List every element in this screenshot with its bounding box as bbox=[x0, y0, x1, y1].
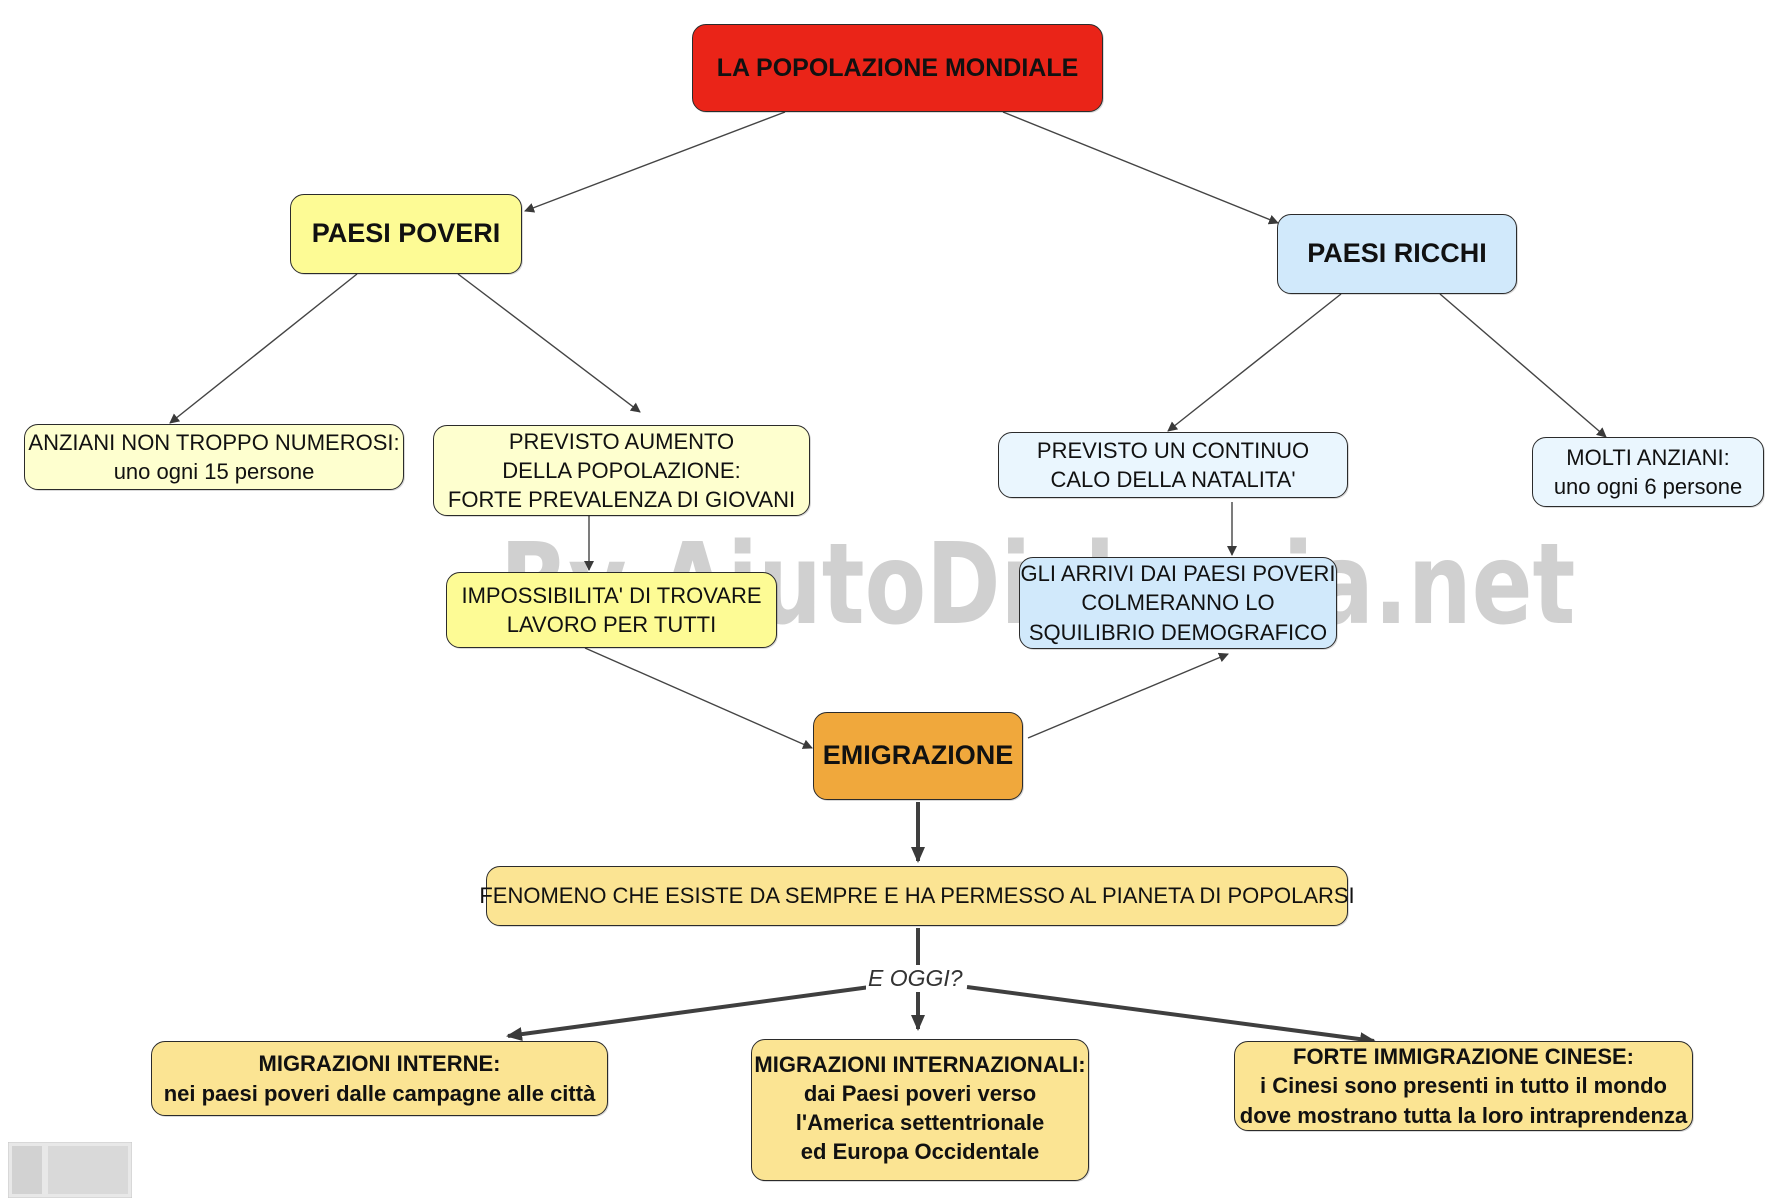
node-interne-title: MIGRAZIONI INTERNE: bbox=[258, 1051, 501, 1077]
edge-rich-birth bbox=[1167, 293, 1342, 432]
node-paesi-poveri: PAESI POVERI bbox=[290, 194, 522, 274]
node-arrivi-line1: GLI ARRIVI DAI PAESI POVERI bbox=[1020, 561, 1336, 587]
node-cinese-line2: i Cinesi sono presenti in tutto il mondo bbox=[1260, 1073, 1667, 1099]
node-arrivi-line2: COLMERANNO LO bbox=[1081, 590, 1275, 616]
node-lavoro-line2: LAVORO PER TUTTI bbox=[506, 612, 717, 637]
edge-to-internal bbox=[506, 985, 871, 1042]
node-paesi-ricchi-text: PAESI RICCHI bbox=[1307, 238, 1487, 269]
node-molti-anziani: MOLTI ANZIANI: uno ogni 6 persone bbox=[1532, 437, 1764, 507]
node-aumento-popolazione: PREVISTO AUMENTO DELLA POPOLAZIONE: FORT… bbox=[433, 425, 810, 516]
edge-rich-elderly bbox=[1439, 293, 1607, 438]
node-aumento-line2: DELLA POPOLAZIONE: bbox=[502, 457, 741, 483]
aiutodislessia-logo bbox=[7, 1141, 133, 1199]
node-natalita: PREVISTO UN CONTINUO CALO DELLA NATALITA… bbox=[998, 432, 1348, 498]
node-interne-desc: nei paesi poveri dalle campagne alle cit… bbox=[163, 1080, 596, 1106]
edge-poor-growth bbox=[457, 273, 641, 413]
node-anziani-poveri-line2: uno ogni 15 persone bbox=[113, 459, 315, 484]
node-paesi-poveri-text: PAESI POVERI bbox=[311, 218, 501, 249]
node-root: LA POPOLAZIONE MONDIALE bbox=[692, 24, 1103, 112]
logo-placeholder-icon bbox=[7, 1141, 133, 1199]
node-arrivi-line3: SQUILIBRIO DEMOGRAFICO bbox=[1028, 619, 1328, 645]
node-immigrazione-cinese: FORTE IMMIGRAZIONE CINESE: i Cinesi sono… bbox=[1234, 1041, 1693, 1131]
node-anziani-poveri: ANZIANI NON TROPPO NUMEROSI: uno ogni 15… bbox=[24, 424, 404, 490]
node-migrazioni-interne: MIGRAZIONI INTERNE: nei paesi poveri dal… bbox=[151, 1041, 608, 1116]
node-internazionali-line3: l'America settentrionale bbox=[795, 1110, 1045, 1136]
node-natalita-line2: CALO DELLA NATALITA' bbox=[1050, 467, 1296, 492]
node-emigrazione-text: EMIGRAZIONE bbox=[822, 740, 1014, 771]
edge-root-rich bbox=[1002, 111, 1279, 225]
node-aumento-line1: PREVISTO AUMENTO bbox=[508, 428, 735, 454]
node-natalita-line1: PREVISTO UN CONTINUO bbox=[1036, 437, 1310, 463]
node-lavoro: IMPOSSIBILITA' DI TROVARE LAVORO PER TUT… bbox=[446, 572, 777, 648]
node-internazionali-title: MIGRAZIONI INTERNAZIONALI: bbox=[754, 1052, 1086, 1077]
edge-nowork-emigration bbox=[584, 647, 813, 749]
edge-label-e-oggi: E OGGI? bbox=[866, 965, 965, 992]
node-molti-anziani-line1: MOLTI ANZIANI: bbox=[1566, 444, 1730, 470]
node-anziani-poveri-line1: ANZIANI NON TROPPO NUMEROSI: bbox=[28, 429, 400, 455]
node-paesi-ricchi: PAESI RICCHI bbox=[1277, 214, 1517, 294]
node-emigrazione: EMIGRAZIONE bbox=[813, 712, 1023, 800]
edge-emigration-arrivals bbox=[1027, 652, 1229, 739]
edge-poor-elderly bbox=[169, 273, 358, 424]
node-internazionali-line2: dai Paesi poveri verso bbox=[803, 1081, 1037, 1107]
node-cinese-title: FORTE IMMIGRAZIONE CINESE: bbox=[1293, 1044, 1634, 1070]
node-fenomeno-text: FENOMENO CHE ESISTE DA SEMPRE E HA PERME… bbox=[479, 883, 1355, 909]
node-internazionali-line4: ed Europa Occidentale bbox=[800, 1139, 1040, 1165]
edge-root-poor bbox=[524, 111, 786, 213]
edge-to-chinese bbox=[966, 985, 1376, 1047]
node-molti-anziani-line2: uno ogni 6 persone bbox=[1553, 474, 1743, 499]
node-fenomeno: FENOMENO CHE ESISTE DA SEMPRE E HA PERME… bbox=[479, 866, 1355, 926]
node-migrazioni-internazionali: MIGRAZIONI INTERNAZIONALI: dai Paesi pov… bbox=[751, 1039, 1089, 1181]
node-arrivi: GLI ARRIVI DAI PAESI POVERI COLMERANNO L… bbox=[1019, 557, 1337, 649]
node-cinese-line3: dove mostrano tutta la loro intraprenden… bbox=[1239, 1102, 1688, 1128]
node-aumento-line3: FORTE PREVALENZA DI GIOVANI bbox=[447, 487, 796, 513]
node-root-text: LA POPOLAZIONE MONDIALE bbox=[716, 53, 1079, 82]
node-lavoro-line1: IMPOSSIBILITA' DI TROVARE bbox=[461, 582, 762, 608]
